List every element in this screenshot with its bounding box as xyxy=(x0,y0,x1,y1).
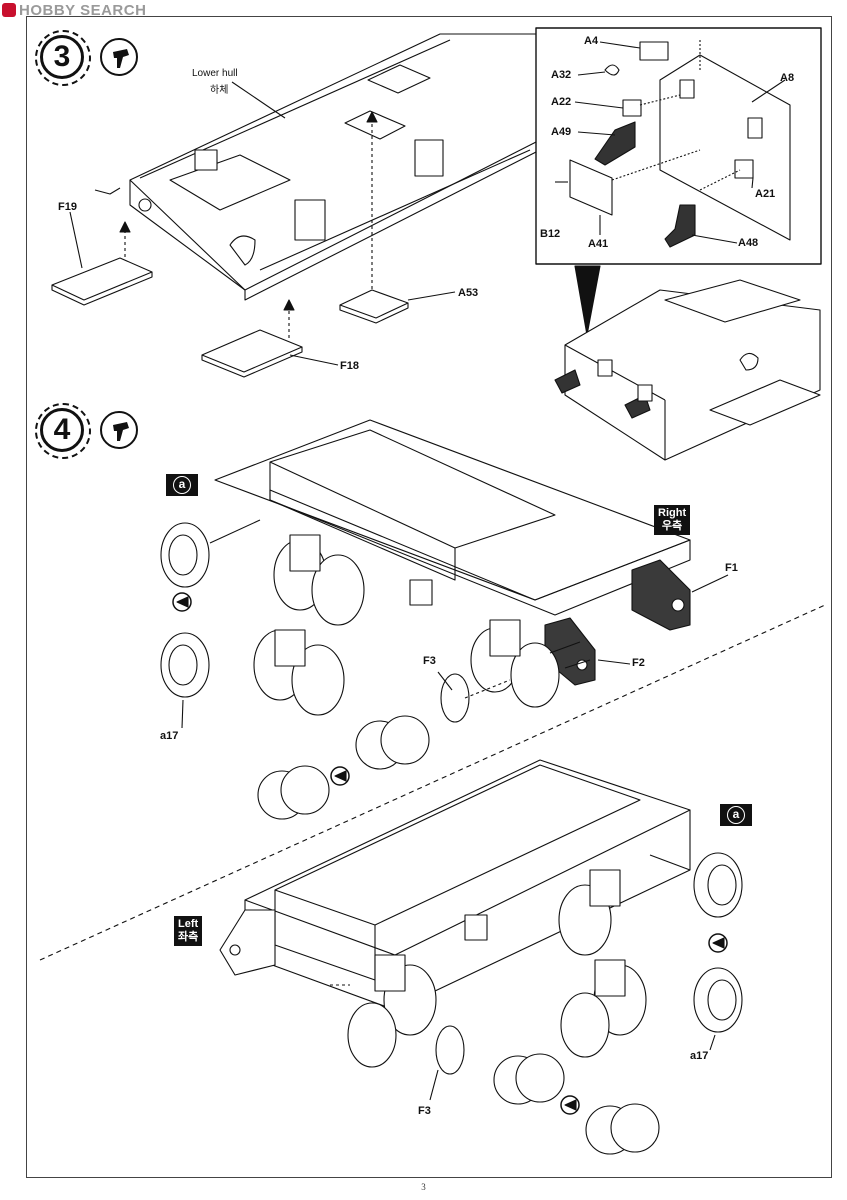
lower-hull-label: Lower hull xyxy=(192,68,238,79)
part-f19-plate xyxy=(51,257,153,301)
part-label-f2: F2 xyxy=(632,657,645,669)
cement-tool-icon xyxy=(100,38,138,76)
inset-detail-drawing xyxy=(555,40,791,248)
hobby-search-logo-icon xyxy=(2,3,16,17)
lower-hull-drawing xyxy=(94,33,541,338)
page-frame xyxy=(26,16,832,1178)
cement-tool-icon xyxy=(100,411,138,449)
part-label-a8: A8 xyxy=(780,72,795,84)
rear-hull-view xyxy=(554,279,821,461)
left-suspension-drawing xyxy=(219,759,743,1155)
marker-a-right: a xyxy=(166,474,198,496)
part-label-f1: F1 xyxy=(725,562,738,574)
part-label-b12: B12 xyxy=(540,228,561,240)
left-side-label-ko: 좌측 xyxy=(178,931,199,943)
marker-a-left: a xyxy=(720,804,752,826)
marker-a-text: a xyxy=(173,476,191,494)
part-label-f19: F19 xyxy=(58,201,77,213)
part-label-a32: A32 xyxy=(551,69,572,81)
marker-a-text: a xyxy=(727,806,745,824)
page-number: 3 xyxy=(421,1182,426,1192)
part-label-a53: A53 xyxy=(458,287,479,299)
step-3-ring xyxy=(35,30,91,86)
watermark-text: HOBBY SEARCH xyxy=(19,2,147,19)
step-3-number: 3 xyxy=(35,30,91,86)
part-label-a48: A48 xyxy=(738,237,759,249)
part-label-a17-right: a17 xyxy=(160,730,179,742)
watermark: HOBBY SEARCH xyxy=(2,2,146,19)
left-side-label-en: Left xyxy=(178,918,199,930)
step-4-number: 4 xyxy=(35,403,91,459)
right-side-label: Right 우측 xyxy=(654,505,691,535)
lower-hull-label-korean: 하체 xyxy=(210,85,229,96)
part-label-f3-right: F3 xyxy=(423,655,436,667)
part-label-a22: A22 xyxy=(551,96,572,108)
part-label-f3-left: F3 xyxy=(418,1105,431,1117)
part-label-a49: A49 xyxy=(551,126,572,138)
step-4-ring xyxy=(35,403,91,459)
right-side-label-ko: 우측 xyxy=(661,520,683,532)
part-label-a4: A4 xyxy=(584,35,599,47)
part-label-a17-left: a17 xyxy=(690,1050,709,1062)
part-label-a21: A21 xyxy=(755,188,776,200)
part-label-a41: A41 xyxy=(588,238,609,250)
right-suspension-drawing xyxy=(160,419,691,820)
right-side-label-en: Right xyxy=(658,507,687,519)
part-label-f18: F18 xyxy=(340,360,359,372)
glue-icon xyxy=(113,49,129,68)
left-side-label: Left 좌측 xyxy=(174,916,203,946)
glue-icon xyxy=(113,422,129,441)
